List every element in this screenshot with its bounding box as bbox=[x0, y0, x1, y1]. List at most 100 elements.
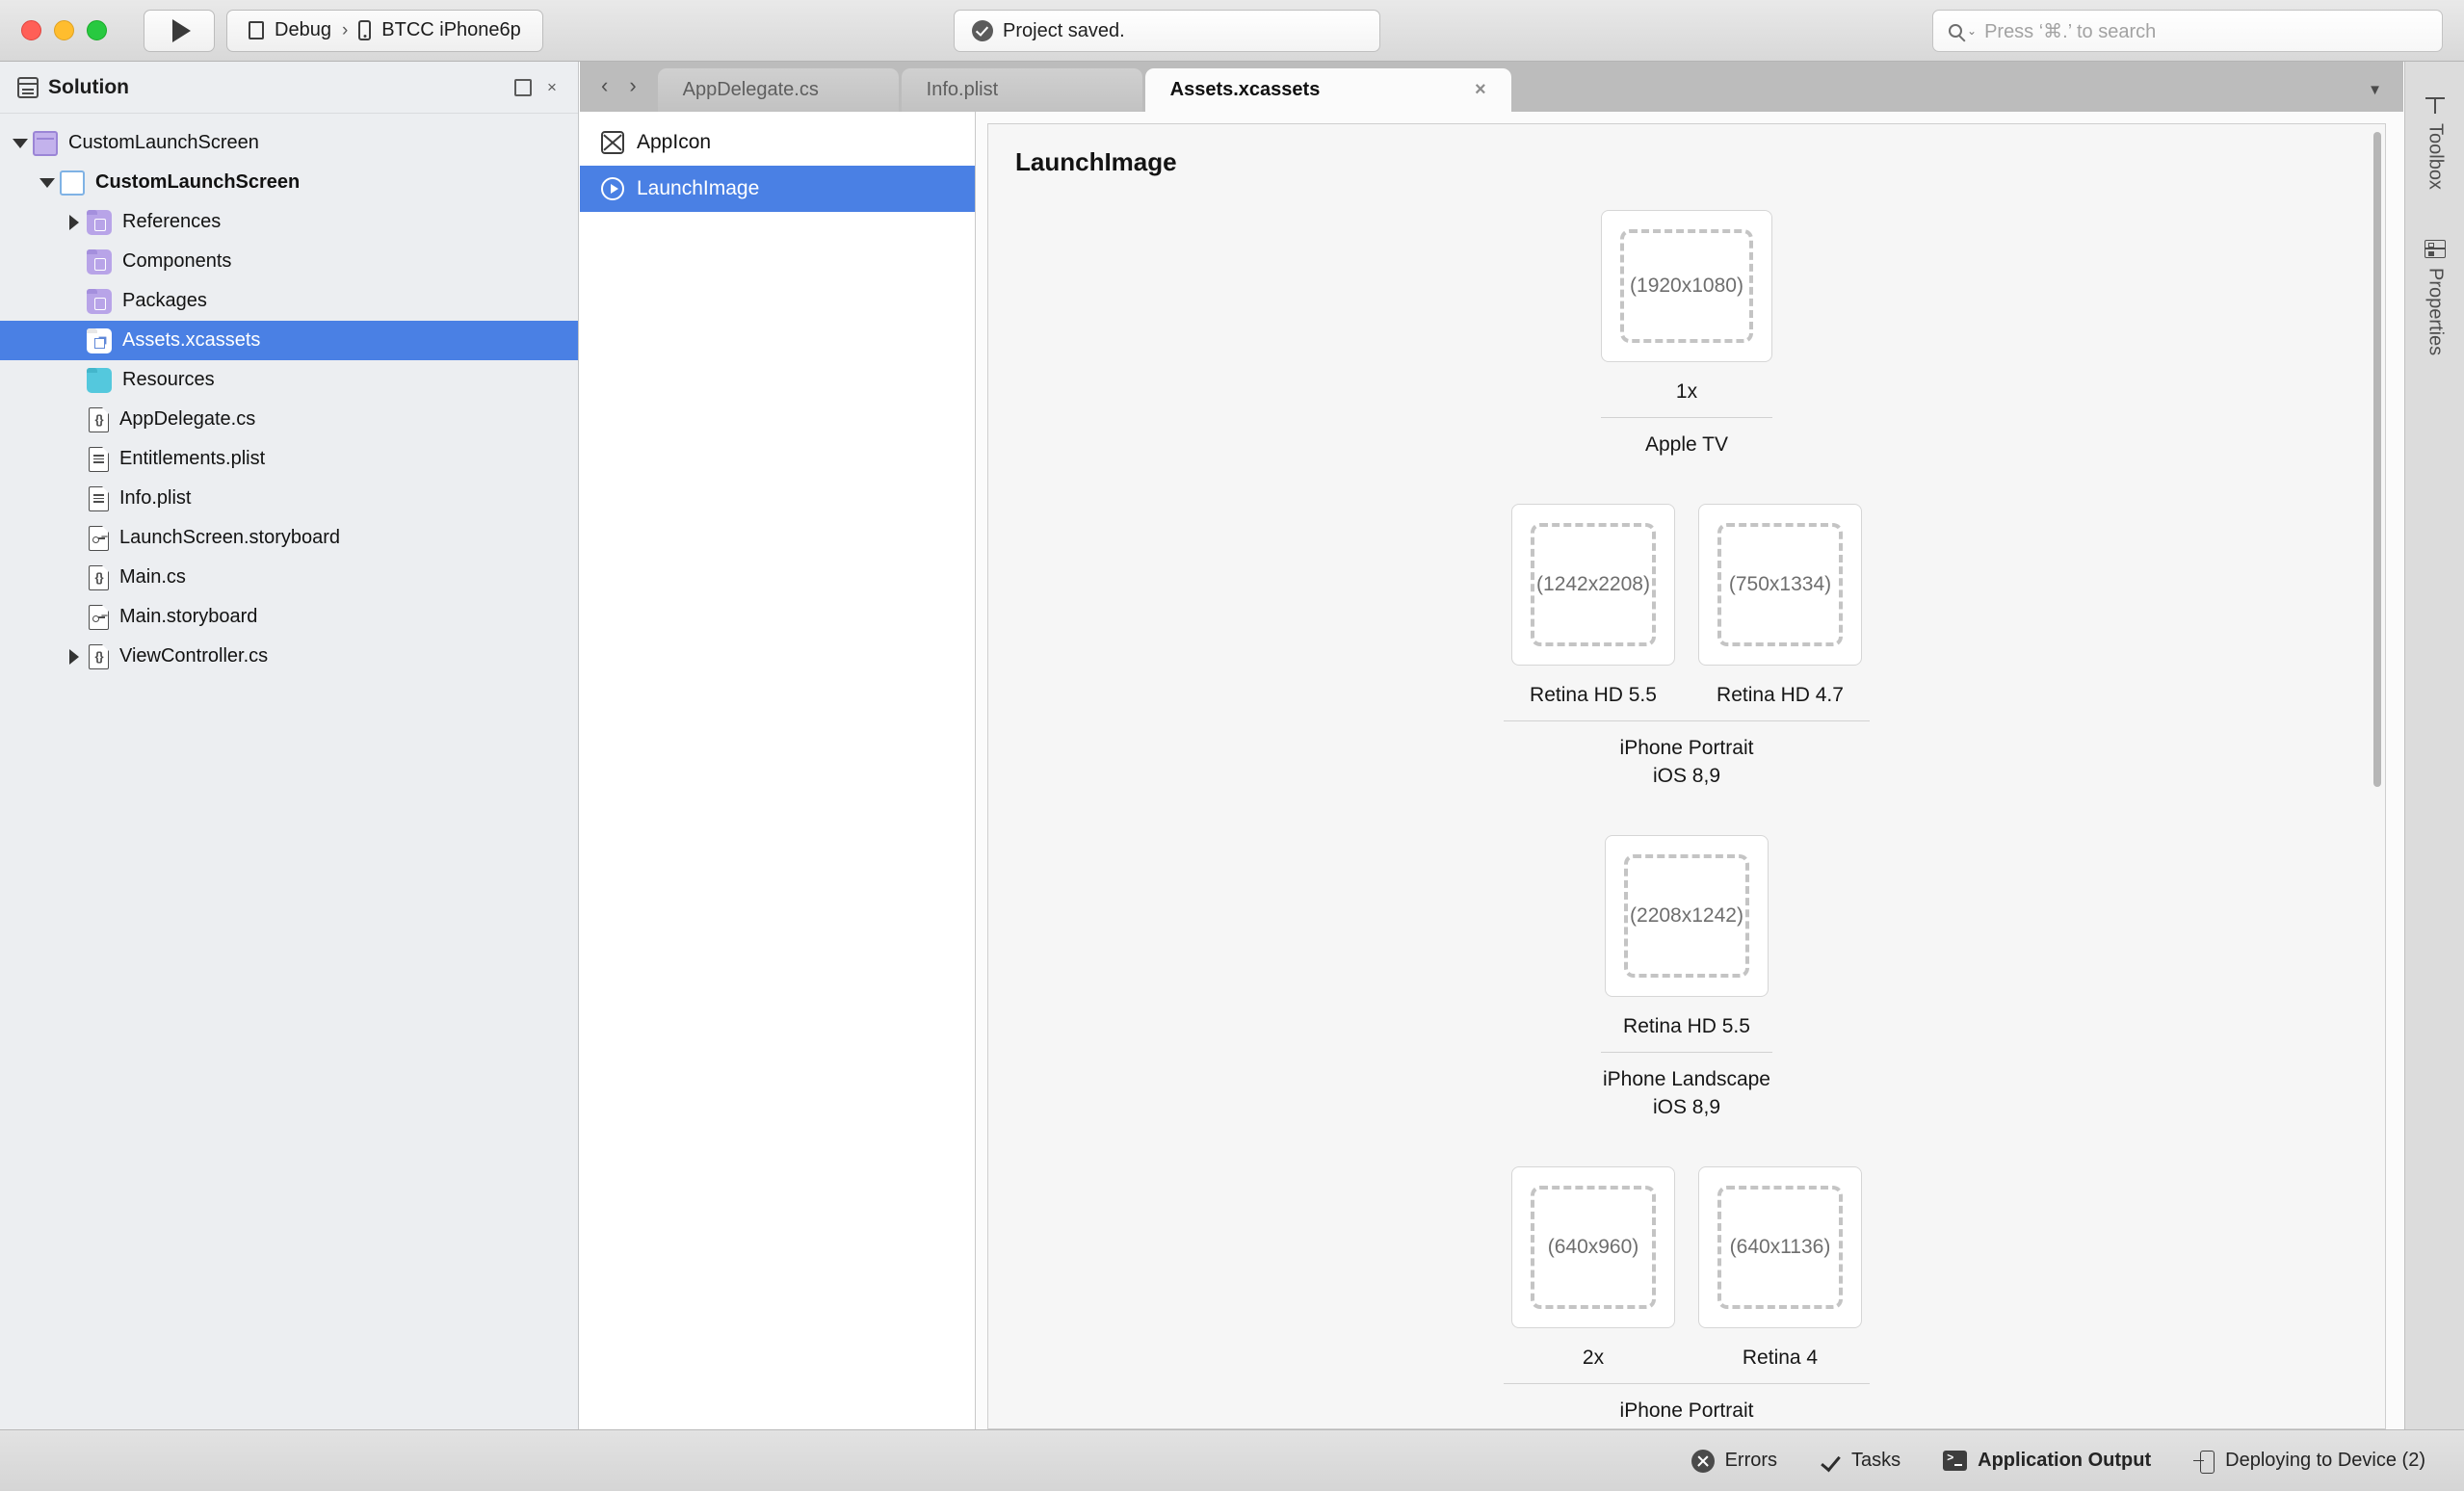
tree-row-label: CustomLaunchScreen bbox=[68, 132, 259, 153]
nav-forward-icon[interactable]: › bbox=[629, 73, 637, 97]
image-slot[interactable]: (1920x1080)1x bbox=[1601, 210, 1772, 404]
tree-row-label: CustomLaunchScreen bbox=[95, 171, 301, 193]
image-slot[interactable]: (640x960) 2x bbox=[1511, 1165, 1675, 1370]
tree-row-label: Assets.xcassets bbox=[122, 329, 261, 351]
tree-row[interactable]: Info.plist bbox=[0, 479, 578, 518]
tree-row[interactable]: CustomLaunchScreen bbox=[0, 163, 578, 202]
search-placeholder: Press ‘⌘.’ to search bbox=[1984, 20, 2157, 42]
image-dimension-label: (640x960) bbox=[1547, 1235, 1639, 1258]
close-window-button[interactable] bbox=[21, 20, 41, 40]
image-drop-well[interactable]: (1920x1080) bbox=[1601, 210, 1772, 362]
status-bar-item-label: Tasks bbox=[1851, 1450, 1901, 1471]
image-drop-well[interactable]: (750x1334) bbox=[1698, 503, 1862, 666]
package-folder-icon bbox=[87, 248, 112, 275]
tree-row-label: Main.storyboard bbox=[119, 606, 258, 627]
tree-row[interactable]: References bbox=[0, 202, 578, 242]
storyboard-file-icon bbox=[89, 525, 109, 551]
image-scale-label: Retina HD 5.5 bbox=[1623, 1014, 1750, 1037]
close-tab-icon[interactable]: × bbox=[1474, 79, 1486, 100]
solution-pad-header: Solution × bbox=[0, 62, 578, 114]
status-bar-item[interactable]: Deploying to Device (2) bbox=[2193, 1450, 2425, 1474]
image-drop-well[interactable]: (640x1136) bbox=[1698, 1165, 1862, 1328]
tab-navigation: ‹ › bbox=[580, 73, 658, 112]
status-bar-item[interactable]: Errors bbox=[1691, 1449, 1777, 1473]
tree-row[interactable]: Assets.xcassets bbox=[0, 321, 578, 360]
pad-tab-toolbox[interactable]: Toolbox bbox=[2405, 87, 2464, 190]
close-pad-button[interactable]: × bbox=[547, 78, 557, 96]
image-slot[interactable]: (750x1334)Retina HD 4.7 bbox=[1698, 503, 1862, 707]
storyboard-file-icon bbox=[89, 604, 109, 630]
image-slot[interactable]: (640x1136)Retina 4 bbox=[1698, 1165, 1862, 1370]
status-bar-item[interactable]: Application Output bbox=[1943, 1450, 2151, 1472]
tree-row[interactable]: Entitlements.plist bbox=[0, 439, 578, 479]
tree-row[interactable]: Components bbox=[0, 242, 578, 281]
resources-folder-icon bbox=[87, 367, 112, 393]
editor-tab[interactable]: AppDelegate.cs bbox=[657, 68, 899, 112]
properties-icon bbox=[2425, 239, 2446, 258]
tree-row[interactable]: LaunchScreen.storyboard bbox=[0, 518, 578, 558]
tab-overflow-icon[interactable]: ▼ bbox=[2368, 82, 2382, 98]
twisty-expanded-icon[interactable] bbox=[8, 138, 33, 148]
image-slot-row: (640x960) 2x (640x1136)Retina 4 bbox=[1511, 1165, 1862, 1370]
image-drop-well[interactable]: (2208x1242) bbox=[1605, 834, 1769, 997]
pad-tab-properties[interactable]: Properties bbox=[2405, 232, 2464, 355]
run-configuration-selector[interactable]: Debug › BTCC iPhone6p bbox=[226, 9, 543, 52]
image-scale-label: 2x bbox=[1582, 1346, 1605, 1369]
tree-row[interactable]: {}ViewController.cs bbox=[0, 637, 578, 676]
image-set-group: (1242x2208)Retina HD 5.5(750x1334)Retina… bbox=[988, 503, 2385, 791]
tree-row[interactable]: Resources bbox=[0, 360, 578, 400]
minimize-window-button[interactable] bbox=[54, 20, 74, 40]
status-bar-item-label: Application Output bbox=[1978, 1450, 2152, 1471]
asset-list-item[interactable]: LaunchImage bbox=[580, 166, 975, 212]
tree-row[interactable]: CustomLaunchScreen bbox=[0, 123, 578, 163]
check-icon bbox=[1820, 1451, 1841, 1472]
run-button[interactable] bbox=[144, 9, 215, 52]
catalog-scrollbar[interactable] bbox=[2373, 132, 2381, 787]
configuration-label: Debug bbox=[275, 19, 331, 40]
editor-tab-label: Assets.xcassets bbox=[1169, 79, 1321, 100]
deploy-icon bbox=[2193, 1450, 2215, 1474]
tree-row[interactable]: Main.storyboard bbox=[0, 597, 578, 637]
editor-tab[interactable]: Info.plist bbox=[901, 68, 1142, 112]
group-divider bbox=[1504, 719, 1870, 721]
tree-row[interactable]: {}Main.cs bbox=[0, 558, 578, 597]
group-divider bbox=[1601, 417, 1772, 418]
nav-back-icon[interactable]: ‹ bbox=[601, 73, 609, 97]
twisty-collapsed-icon[interactable] bbox=[62, 648, 87, 665]
editor-tab[interactable]: Assets.xcassets × bbox=[1144, 68, 1511, 112]
package-folder-icon bbox=[87, 288, 112, 314]
status-bar-item[interactable]: Tasks bbox=[1820, 1450, 1900, 1472]
image-slot[interactable]: (2208x1242) Retina HD 5.5 bbox=[1605, 834, 1769, 1038]
twisty-expanded-icon[interactable] bbox=[35, 177, 60, 188]
tree-row[interactable]: {}AppDelegate.cs bbox=[0, 400, 578, 439]
image-slot[interactable]: (1242x2208)Retina HD 5.5 bbox=[1511, 503, 1675, 707]
maximize-window-button[interactable] bbox=[87, 20, 107, 40]
solution-pad-title: Solution bbox=[48, 75, 129, 98]
tree-row-label: Resources bbox=[122, 369, 215, 390]
tree-row[interactable]: Packages bbox=[0, 281, 578, 321]
csharp-file-icon: {} bbox=[89, 643, 109, 669]
plist-file-icon bbox=[89, 485, 109, 511]
image-dashed-placeholder: (2208x1242) bbox=[1624, 853, 1749, 978]
image-drop-well[interactable]: (640x960) bbox=[1511, 1165, 1675, 1328]
asset-list-item-label: AppIcon bbox=[637, 131, 712, 153]
launchimage-icon bbox=[601, 177, 624, 200]
twisty-collapsed-icon[interactable] bbox=[62, 214, 87, 230]
chevron-down-icon: ⌄ bbox=[1967, 24, 1978, 38]
error-icon bbox=[1691, 1449, 1715, 1473]
image-drop-well[interactable]: (1242x2208) bbox=[1511, 503, 1675, 666]
pad-tab-label: Toolbox bbox=[2425, 123, 2447, 190]
bottom-status-bar: Errors Tasks Application Output Deploying t… bbox=[0, 1429, 2464, 1491]
dock-pad-button[interactable] bbox=[514, 78, 532, 96]
asset-list-item[interactable]: AppIcon bbox=[580, 119, 975, 166]
search-input[interactable]: ⌄ Press ‘⌘.’ to search bbox=[1932, 10, 2443, 52]
csharp-file-icon: {} bbox=[89, 564, 109, 590]
